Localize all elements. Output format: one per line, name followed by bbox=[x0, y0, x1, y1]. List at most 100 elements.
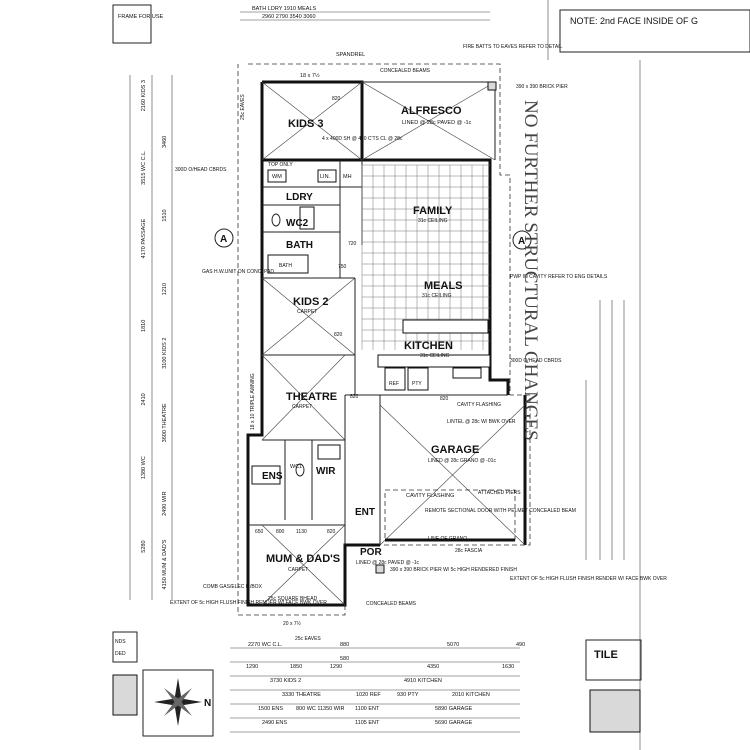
dim-theatre: 3330 THEATRE bbox=[282, 692, 321, 698]
room-ref: REF bbox=[389, 381, 399, 387]
room-ens: ENS bbox=[262, 471, 283, 482]
dim-1850: 1850 bbox=[290, 664, 302, 670]
frame-box: FRAME FOR USE bbox=[112, 4, 164, 44]
room-alfresco-note: LINED @ 28c PAVED @ -1c bbox=[402, 120, 472, 126]
note-spandrel: SPANDREL bbox=[336, 52, 365, 58]
note-lintel: LINTEL @ 28c W/ BWK OVER bbox=[447, 419, 516, 425]
note-gas-unit: GAS H.W.UNIT ON CONC. PAD bbox=[202, 269, 274, 275]
dim-left-7: 3100 KIDS 2 bbox=[162, 338, 168, 369]
room-kids2-carpet: CARPET bbox=[297, 309, 317, 315]
dim-1290b: 1290 bbox=[330, 664, 342, 670]
dim-720: 720 bbox=[348, 241, 357, 247]
dim-820-theatre: 820 bbox=[350, 394, 359, 400]
left-margin-stamp bbox=[112, 674, 138, 716]
note-concealed-beams-top: CONCEALED BEAMS bbox=[380, 68, 431, 74]
room-kids2: KIDS 2 bbox=[293, 296, 328, 308]
note-pwp: PWP IN CAVITY REFER TO ENG DETAILS bbox=[510, 274, 608, 280]
dim-left-13: 4150 MUM & DAD'S bbox=[162, 539, 168, 589]
dim-left-9: 3600 THEATRE bbox=[162, 403, 168, 442]
wet-area-fixtures bbox=[251, 169, 341, 485]
ceiling-diagonals bbox=[261, 81, 526, 606]
note-box: NOTE: 2nd FACE INSIDE OF G bbox=[559, 9, 750, 53]
room-family: FAMILY bbox=[413, 205, 453, 217]
dim-left-6: 1810 bbox=[141, 320, 147, 332]
room-wm: WM bbox=[272, 174, 282, 180]
dim-5690: 5690 GARAGE bbox=[435, 720, 473, 726]
dim-left-8: 2410 bbox=[141, 393, 147, 405]
dim-top-row2: 2960 2790 3540 3060 bbox=[262, 14, 316, 20]
dim-1500: 1500 ENS bbox=[258, 706, 283, 712]
dim-ens: 2490 ENS bbox=[262, 720, 287, 726]
room-ent: ENT bbox=[355, 507, 375, 518]
dim-800: 800 WC 1 bbox=[296, 706, 320, 712]
room-meals: MEALS bbox=[424, 280, 463, 292]
note-remote-door: REMOTE SECTIONAL DOOR WITH PELMET CONCEA… bbox=[425, 508, 576, 514]
room-kids3: KIDS 3 bbox=[288, 118, 323, 130]
dim-1290: 1290 bbox=[246, 664, 258, 670]
room-pty: PTY bbox=[412, 381, 422, 387]
room-lin: LIN. bbox=[320, 174, 331, 180]
room-meals-ceiling: 31c CEILING bbox=[422, 293, 452, 299]
dim-820-mum: 820 bbox=[327, 529, 336, 535]
dim-left-2: 3515 WC C.L. bbox=[141, 150, 147, 185]
brick-pier-top bbox=[487, 81, 497, 91]
dim-1105: 1105 ENT bbox=[355, 720, 380, 726]
dim-left-4: 4170 PASSAGE bbox=[141, 218, 147, 258]
room-por: POR bbox=[360, 547, 382, 558]
room-wc1: WC1 bbox=[290, 464, 302, 470]
dim-5070: 5070 bbox=[447, 642, 459, 648]
dim-eaves-top: 18 x 7½ bbox=[300, 72, 320, 79]
right-margin-stamp bbox=[589, 689, 641, 733]
room-por-note: LINED @ 28c PAVED @ -1c bbox=[356, 560, 420, 566]
dim-820-garage: 820 bbox=[440, 396, 449, 402]
margin-text-tile: TILE bbox=[594, 649, 618, 661]
top-dimensions: BATH LDRY 1910 MEALS 2960 2790 3540 3060… bbox=[240, 6, 490, 79]
dim-top-row: BATH LDRY 1910 MEALS bbox=[252, 6, 317, 12]
dim-650: 650 bbox=[255, 529, 264, 535]
north-arrow: N bbox=[142, 669, 214, 737]
right-dimensions bbox=[585, 300, 625, 560]
garage-door bbox=[384, 489, 516, 542]
section-marker-left: A bbox=[214, 228, 234, 248]
brick-pier-bottom bbox=[375, 564, 385, 574]
dim-820-kids2: 820 bbox=[334, 332, 343, 338]
note-cavity-flashing2: CAVITY FLASHING bbox=[406, 493, 454, 499]
note-brick-pier-bottom: 390 x 390 BRICK PIER W/ 5c HIGH RENDERED… bbox=[390, 567, 517, 573]
note-fascia: 28c FASCIA bbox=[455, 548, 483, 554]
dim-left-5: 1210 bbox=[162, 283, 168, 295]
room-kitchen: KITCHEN bbox=[404, 340, 453, 352]
margin-text-nds: NDS bbox=[115, 639, 126, 645]
dim-800-ens: 800 bbox=[276, 529, 285, 535]
note-line-of-grano: LINE OF GRANO bbox=[428, 536, 467, 542]
dim-kitchen: 4910 KITCHEN bbox=[404, 678, 442, 684]
svg-text:A: A bbox=[518, 236, 525, 247]
room-ldry: LDRY bbox=[286, 192, 313, 203]
dim-1630: 1630 bbox=[502, 664, 514, 670]
dim-1350: 1350 WIR bbox=[320, 706, 344, 712]
internal-walls bbox=[248, 160, 508, 545]
wm-top-only: TOP ONLY bbox=[268, 162, 293, 168]
note-concealed-beams-bottom: CONCEALED BEAMS bbox=[366, 601, 417, 607]
dim-750: 750 bbox=[338, 264, 347, 270]
room-mh: MH bbox=[343, 174, 352, 180]
dim-left-1: 3460 bbox=[162, 136, 168, 148]
note-triple-awning: 18 x 10 TRIPLE AWNING bbox=[250, 373, 256, 430]
room-garage: GARAGE bbox=[431, 444, 479, 456]
bottom-dimensions: 2270 WC C.L. 880 5070 490 580 1290 1850 … bbox=[230, 642, 525, 733]
room-mum-dads-carpet: CARPET bbox=[288, 567, 308, 573]
room-bath: BATH bbox=[286, 240, 313, 251]
dim-left-11: 2490 WIR bbox=[162, 491, 168, 515]
tile-grid bbox=[361, 164, 490, 350]
note-eaves-bottom: 20 x 7½ bbox=[283, 620, 302, 627]
stamp-text: NO FURTHER STRUCTURAL CHANGES bbox=[520, 100, 541, 441]
note-attached-piers: ATTACHED PIERS bbox=[478, 490, 521, 496]
dim-880: 880 bbox=[340, 642, 349, 648]
note-square-bhead: 25c SQUARE BHEAD bbox=[268, 596, 318, 602]
room-kids3-note: 4 x 400D SH @ 400 C'TS CL @ 28c bbox=[322, 136, 403, 142]
room-kitchen-ceiling: 31c CEILING bbox=[420, 353, 450, 359]
dim-1100: 1100 ENT bbox=[355, 706, 380, 712]
note-fire-batts: FIRE BATTS TO EAVES REFER TO DETAIL bbox=[463, 44, 563, 50]
left-margin-box bbox=[112, 631, 138, 663]
